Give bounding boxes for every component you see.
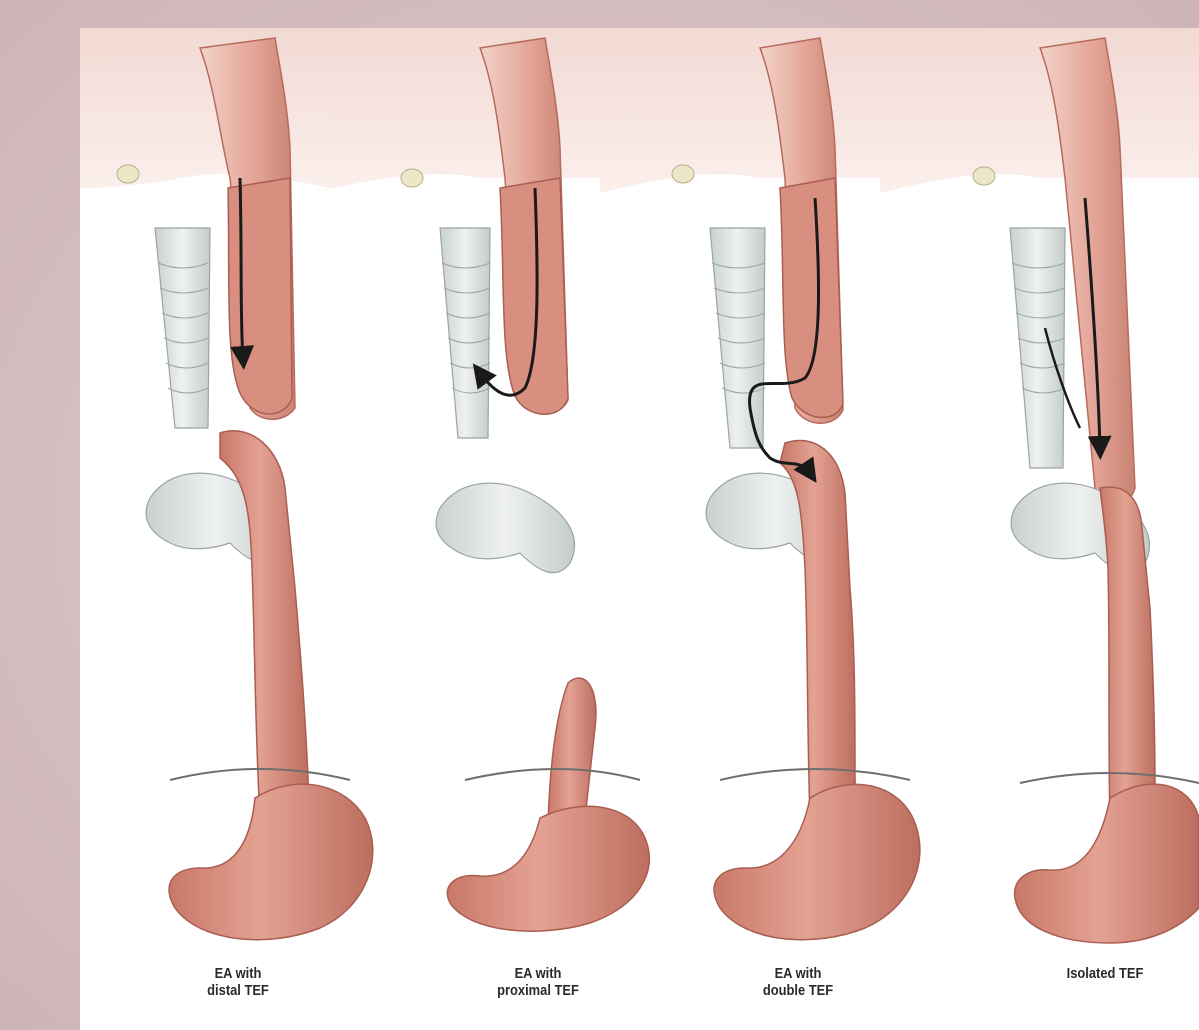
caption-isolated-tef: Isolated TEF: [1028, 965, 1183, 982]
stomach: [714, 784, 920, 939]
caption-distal-tef: EA with distal TEF: [161, 965, 316, 999]
caption-line-2: distal TEF: [161, 982, 316, 999]
trachea: [155, 228, 210, 428]
upper-esophageal-pouch: [500, 178, 568, 414]
caption-line-1: Isolated TEF: [1028, 965, 1183, 982]
hyoid-bone: [672, 165, 694, 183]
illustration-panel: EA with distal TEF EA with proximal TEF …: [80, 28, 1199, 1030]
stomach: [1015, 784, 1199, 943]
hyoid-bone: [973, 167, 995, 185]
bronchi: [436, 483, 574, 572]
panel-double-tef: [600, 28, 920, 940]
panel-distal-tef: [80, 28, 373, 940]
caption-line-1: EA with: [161, 965, 316, 982]
trachea: [1010, 228, 1065, 468]
caption-line-2: proximal TEF: [461, 982, 616, 999]
upper-esophageal-pouch: [228, 178, 292, 414]
caption-line-1: EA with: [721, 965, 876, 982]
head-contour: [600, 28, 880, 193]
caption-line-1: EA with: [461, 965, 616, 982]
hyoid-bone: [117, 165, 139, 183]
stomach: [447, 806, 649, 931]
panel-isolated-tef: [880, 28, 1199, 943]
panel-proximal-tef: [310, 28, 649, 931]
stomach: [169, 784, 373, 940]
ea-tef-diagram: [80, 28, 1199, 1030]
head-contour: [880, 28, 1199, 193]
caption-proximal-tef: EA with proximal TEF: [461, 965, 616, 999]
caption-line-2: double TEF: [721, 982, 876, 999]
hyoid-bone: [401, 169, 423, 187]
caption-double-tef: EA with double TEF: [721, 965, 876, 999]
trachea: [440, 228, 490, 438]
